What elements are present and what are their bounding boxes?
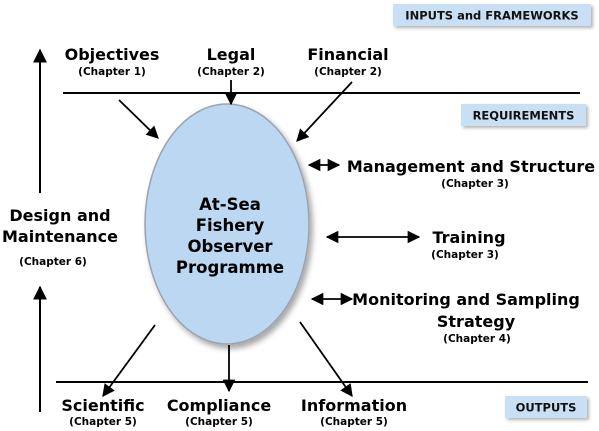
scientific-chapter: (Chapter 5) [69,416,137,428]
monitoring-label-line2: Strategy [437,312,516,331]
output-information: Information (Chapter 5) [301,396,407,428]
requirement-monitoring: Monitoring and Sampling Strategy (Chapte… [352,290,580,345]
requirements-tag: REQUIREMENTS [461,104,586,126]
scientific-arrow [102,324,156,398]
financial-arrow [296,81,353,142]
financial-chapter: (Chapter 2) [314,66,382,78]
output-scientific: Scientific (Chapter 5) [61,396,144,428]
outputs-tag: OUTPUTS [505,396,587,418]
design-maintenance: Design and Maintenance (Chapter 6) [2,206,118,268]
information-chapter: (Chapter 5) [320,416,388,428]
compliance-chapter: (Chapter 5) [185,416,253,428]
inputs-frameworks-text: INPUTS and FRAMEWORKS [405,9,578,23]
input-objectives: Objectives (Chapter 1) [65,45,160,78]
training-chapter: (Chapter 3) [431,249,499,261]
outputs-text: OUTPUTS [516,401,577,415]
compliance-label: Compliance [167,396,272,415]
requirements-text: REQUIREMENTS [473,109,575,123]
information-arrow [299,321,353,398]
input-financial: Financial (Chapter 2) [307,45,388,78]
inputs-frameworks-tag: INPUTS and FRAMEWORKS [393,4,591,26]
scientific-label: Scientific [61,396,144,415]
input-legal: Legal (Chapter 2) [197,45,265,78]
programme-line-2: Fishery [196,216,265,235]
requirement-management: Management and Structure (Chapter 3) [347,157,595,190]
training-label: Training [432,228,505,247]
management-label: Management and Structure [347,157,595,176]
programme-line-4: Programme [176,258,284,277]
programme-line-3: Observer [187,237,273,256]
monitoring-chapter: (Chapter 4) [443,333,511,345]
requirement-training: Training (Chapter 3) [431,228,505,261]
management-chapter: (Chapter 3) [441,178,509,190]
design-label-line2: Maintenance [2,227,118,246]
objectives-arrow [118,99,159,139]
financial-label: Financial [307,45,388,64]
legal-label: Legal [207,45,256,64]
output-compliance: Compliance (Chapter 5) [167,396,272,428]
legal-chapter: (Chapter 2) [197,66,265,78]
objectives-chapter: (Chapter 1) [78,66,146,78]
objectives-label: Objectives [65,45,160,64]
monitoring-label-line1: Monitoring and Sampling [352,290,580,309]
programme-line-1: At-Sea [199,195,261,214]
design-label-line1: Design and [9,206,110,225]
information-label: Information [301,396,407,415]
programme-title: At-Sea Fishery Observer Programme [176,195,284,277]
design-chapter: (Chapter 6) [19,256,87,268]
